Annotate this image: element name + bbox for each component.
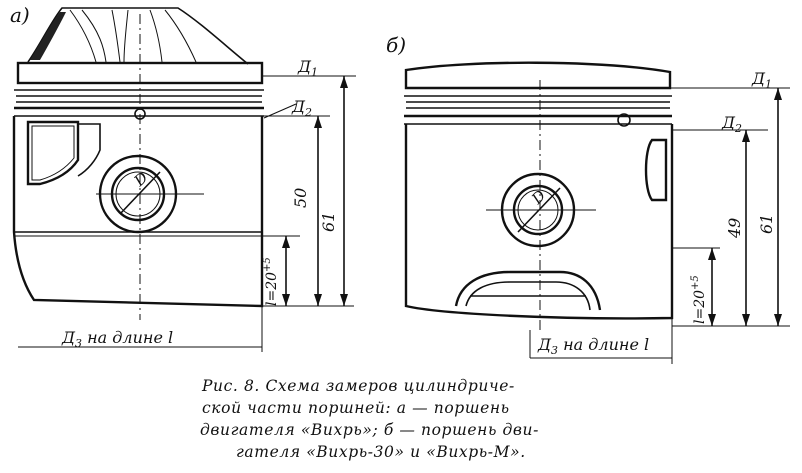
- panel-label-b: б): [386, 33, 406, 57]
- dim-49-label-b: 49: [725, 218, 744, 239]
- caption-line-2: ской части поршней: а — поршень: [202, 399, 510, 417]
- d1-label-a: Д1: [297, 57, 318, 79]
- dim-61-label-b: 61: [757, 214, 776, 234]
- figure-a: а): [10, 3, 356, 352]
- piston-a-crown: [27, 7, 249, 65]
- piston-b-skirt: D: [404, 124, 674, 320]
- dim-l-label-b: l=20+5: [690, 275, 708, 324]
- caption-line-3: двигателя «Вихрь»; б — поршень дви-: [200, 421, 539, 439]
- piston-b-ring-lands: [404, 61, 672, 127]
- piston-a-skirt: D: [12, 116, 264, 308]
- caption-line-4: гателя «Вихрь-30» и «Вихрь-М».: [236, 443, 526, 461]
- dimensions-a: Д1 Д2 50 61 l=20+5 Д3 на длине l: [18, 57, 356, 352]
- d2-label-b: Д2: [721, 113, 742, 135]
- inner-diameter-label-a: D: [130, 168, 152, 190]
- d2-label-a: Д2: [291, 97, 312, 119]
- inner-diameter-label-b: D: [527, 186, 549, 208]
- panel-label-a: а): [10, 3, 30, 27]
- piston-a-ring-lands: [14, 61, 264, 120]
- dimensions-b: Д1 Д2 49 61 l=20+5 Д3 на длине l: [529, 69, 790, 364]
- dim-50-label-a: 50: [291, 188, 310, 208]
- dim-l-label-a: l=20+5: [262, 257, 280, 306]
- caption: Рис. 8. Схема замеров цилиндриче- ской ч…: [200, 377, 539, 461]
- d3-label-b: Д3 на длине l: [537, 335, 649, 357]
- d1-label-b: Д1: [751, 69, 772, 91]
- d3-label-a: Д3 на длине l: [61, 328, 173, 350]
- caption-line-1: Рис. 8. Схема замеров цилиндриче-: [201, 377, 515, 395]
- figure-b: б) D: [386, 33, 790, 364]
- dim-61-label-a: 61: [319, 212, 338, 232]
